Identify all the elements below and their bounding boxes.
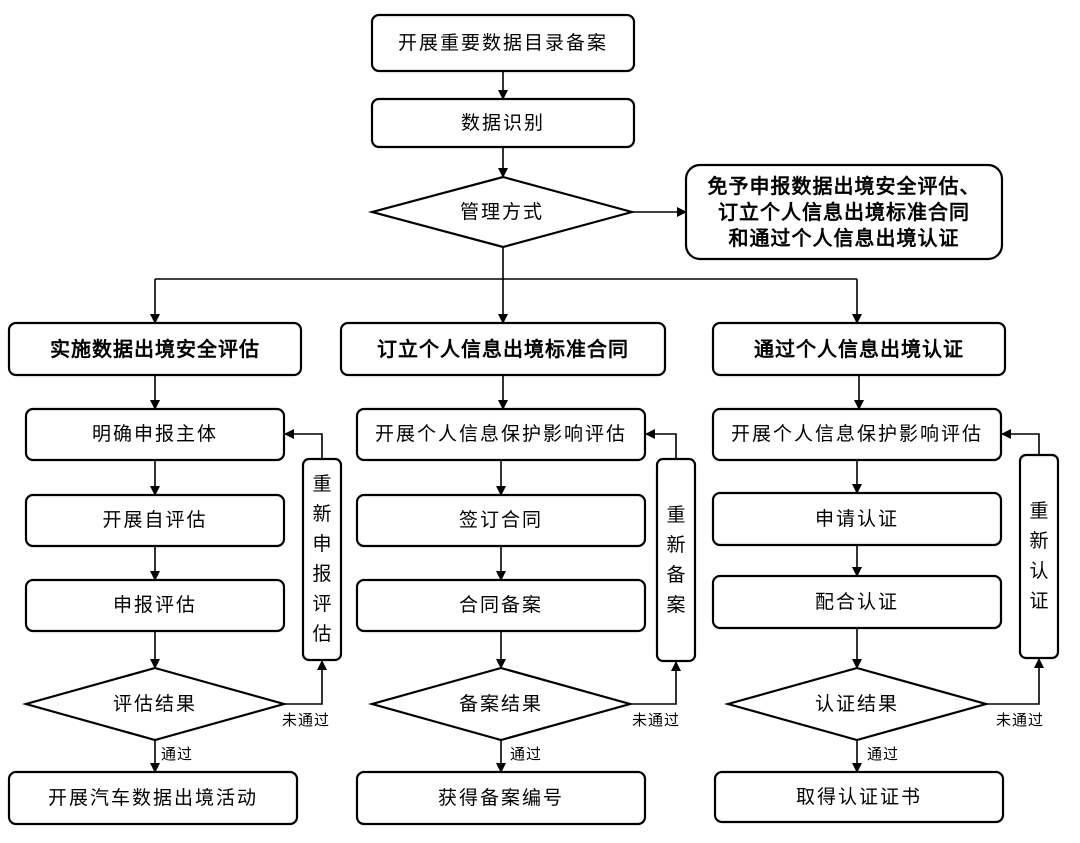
step-2-text: 开展自评估 [102, 509, 207, 531]
data-identification-text: 数据识别 [461, 112, 545, 134]
decision-text: 评估结果 [113, 693, 197, 715]
retry-box [655, 457, 697, 663]
outcome-box [7, 770, 299, 826]
outcome-text: 取得认证证书 [796, 786, 922, 808]
edge-decision-to-retry [986, 658, 1044, 705]
fail-label: 未通过 [282, 711, 330, 729]
management-mode-text: 管理方式 [460, 201, 544, 223]
pass-label: 通过 [161, 745, 193, 763]
branch-data-export-security-assessment: 实施数据出境安全评估 明确申报主体 开展自评估 申报评估 评估结果 未通过 重新… [7, 321, 343, 826]
step-1-text: 开展个人信息保护影响评估 [375, 423, 627, 445]
edge-retry-to-step-1 [284, 429, 323, 459]
branch-title-text: 订立个人信息出境标准合同 [377, 337, 629, 361]
edge-retry-to-step-1 [645, 429, 677, 459]
exemption-line-1: 免予申报数据出境安全评估、 [708, 174, 981, 198]
exemption-line-3: 和通过个人信息出境认证 [729, 226, 960, 250]
step-2-text: 申请认证 [815, 508, 899, 530]
exemption-box [684, 163, 1004, 261]
retry-text: 重新认证 [1029, 500, 1048, 612]
retry-box [1018, 453, 1060, 660]
outcome-text: 开展汽车数据出境活动 [48, 787, 258, 809]
step-1-text: 明确申报主体 [92, 423, 218, 445]
edge-decision-to-retry [630, 661, 681, 705]
branch-standard-contract: 订立个人信息出境标准合同 开展个人信息保护影响评估 签订合同 合同备案 备案结果… [339, 321, 697, 826]
step-3-text: 申报评估 [113, 594, 197, 616]
outcome-text: 获得备案编号 [438, 787, 564, 809]
pass-label: 通过 [867, 745, 899, 763]
step-2-text: 签订合同 [459, 509, 543, 531]
step-1-text: 开展个人信息保护影响评估 [731, 423, 983, 445]
outcome-box [713, 770, 1005, 824]
decision-text: 认证结果 [815, 693, 899, 715]
pass-label: 通过 [510, 745, 542, 763]
decision-text: 备案结果 [459, 693, 543, 715]
branch-certification: 通过个人信息出境认证 开展个人信息保护影响评估 申请认证 配合认证 认证结果 未… [711, 321, 1060, 824]
branch-title-text: 实施数据出境安全评估 [50, 337, 260, 361]
edge-decision-to-retry [284, 660, 327, 705]
step-3-text: 配合认证 [815, 591, 899, 613]
outcome-box [355, 770, 647, 826]
catalog-filing-text: 开展重要数据目录备案 [398, 32, 608, 54]
branch-title-text: 通过个人信息出境认证 [754, 337, 964, 361]
exemption-line-2: 订立个人信息出境标准合同 [718, 200, 970, 224]
fail-label: 未通过 [632, 711, 680, 729]
retry-text: 重新备案 [666, 504, 685, 616]
edge-retry-to-step-1 [1001, 429, 1040, 455]
step-3-text: 合同备案 [459, 594, 543, 616]
retry-text: 重新申报评估 [312, 473, 331, 645]
fail-label: 未通过 [996, 711, 1044, 729]
